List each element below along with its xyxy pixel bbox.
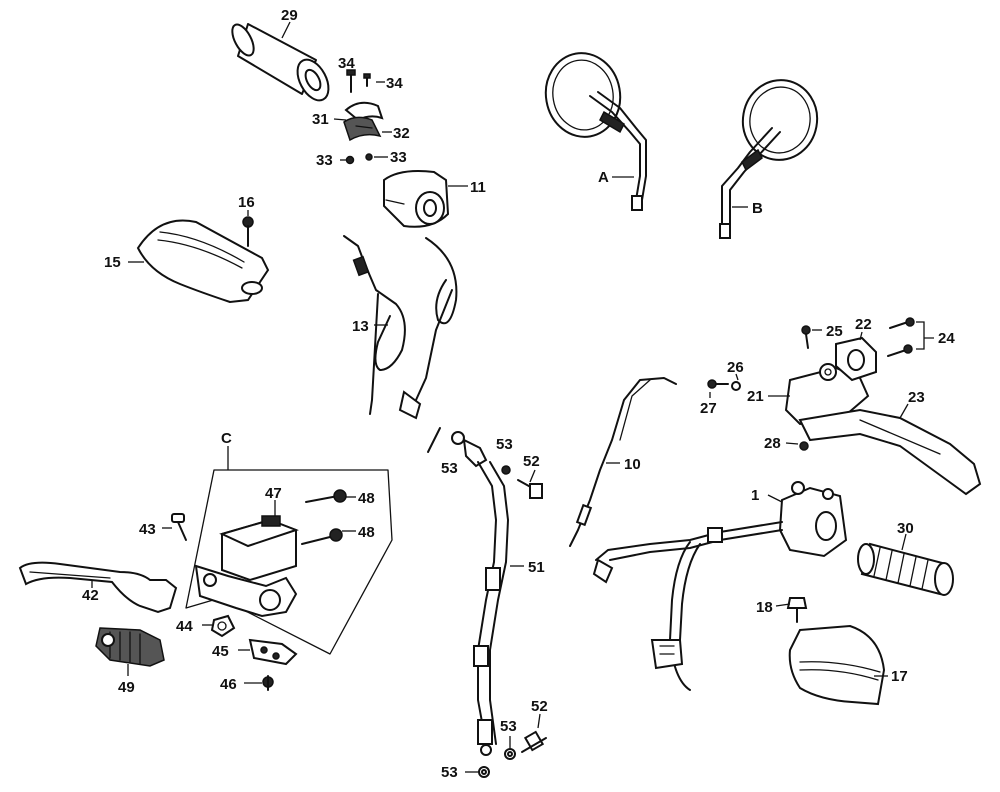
label-42: 42 (82, 587, 99, 604)
part-15-left-cover (128, 219, 270, 304)
part-44-nut (202, 614, 236, 638)
label-B: B (752, 200, 763, 217)
label-15: 15 (104, 254, 121, 271)
part-29-left-grip (231, 21, 330, 102)
label-45: 45 (212, 643, 229, 660)
part-11-throttle-switch (383, 170, 468, 228)
label-51: 51 (528, 559, 545, 576)
part-number-labels: 29 34 34 31 32 33 33 11 16 15 13 A B 25 … (82, 7, 955, 781)
part-28-nut (785, 441, 809, 451)
part-46-screw (244, 675, 274, 691)
label-21: 21 (747, 388, 764, 405)
label-13: 13 (352, 318, 369, 335)
label-23: 23 (908, 389, 925, 406)
label-48: 48 (358, 490, 375, 507)
part-34-screws (346, 69, 385, 93)
part-45-switch (238, 638, 298, 666)
part-B-right-mirror (719, 79, 819, 239)
label-53: 53 (441, 764, 458, 781)
label-A: A (598, 169, 609, 186)
label-30: 30 (897, 520, 914, 537)
label-34: 34 (338, 55, 355, 72)
label-31: 31 (312, 111, 329, 128)
label-32: 32 (393, 125, 410, 142)
part-49-component (95, 627, 165, 676)
part-18-screw (775, 597, 808, 623)
part-23-clutch-lever (798, 403, 982, 496)
label-28: 28 (764, 435, 781, 452)
part-26-27-pivot (707, 373, 741, 398)
part-47-master-cylinder (194, 500, 299, 618)
label-25: 25 (826, 323, 843, 340)
label-1: 1 (751, 487, 759, 504)
part-10-cable (569, 377, 677, 547)
label-52: 52 (523, 453, 540, 470)
part-51-brake-hose (427, 427, 524, 756)
label-53: 53 (496, 436, 513, 453)
part-48-bolts (301, 489, 356, 545)
label-17: 17 (891, 668, 908, 685)
label-43: 43 (139, 521, 156, 538)
label-24: 24 (938, 330, 955, 347)
label-53: 53 (441, 460, 458, 477)
part-16-screw (242, 210, 254, 247)
part-17-right-cover (788, 624, 888, 706)
label-33: 33 (390, 149, 407, 166)
part-33-nuts (340, 153, 388, 165)
part-A-left-mirror (544, 52, 647, 211)
label-26: 26 (727, 359, 744, 376)
label-22: 22 (855, 316, 872, 333)
label-18: 18 (756, 599, 773, 616)
part-21-lever-bracket (768, 363, 870, 426)
label-27: 27 (700, 400, 717, 417)
part-30-right-grip (857, 533, 954, 596)
label-46: 46 (220, 676, 237, 693)
label-47: 47 (265, 485, 282, 502)
label-34: 34 (386, 75, 403, 92)
part-13-throttle-cable (343, 235, 458, 420)
label-10: 10 (624, 456, 641, 473)
label-48: 48 (358, 524, 375, 541)
label-52: 52 (531, 698, 548, 715)
part-52-53-banjo-bolts (465, 465, 547, 778)
label-16: 16 (238, 194, 255, 211)
label-29: 29 (281, 7, 298, 24)
part-42-brake-lever (18, 561, 178, 614)
label-53: 53 (500, 718, 517, 735)
label-C: C (221, 430, 232, 447)
label-11: 11 (470, 179, 486, 196)
part-C-master-cylinder-group (185, 446, 393, 655)
part-22-clamp (835, 331, 877, 382)
label-44: 44 (176, 618, 193, 635)
part-1-right-switch (592, 481, 848, 691)
part-25-screw (801, 325, 822, 349)
label-49: 49 (118, 679, 135, 696)
part-31-32-throttle-housing (333, 101, 392, 142)
part-43-bolt (162, 513, 187, 541)
label-33: 33 (316, 152, 333, 169)
part-24-screws (887, 317, 934, 357)
